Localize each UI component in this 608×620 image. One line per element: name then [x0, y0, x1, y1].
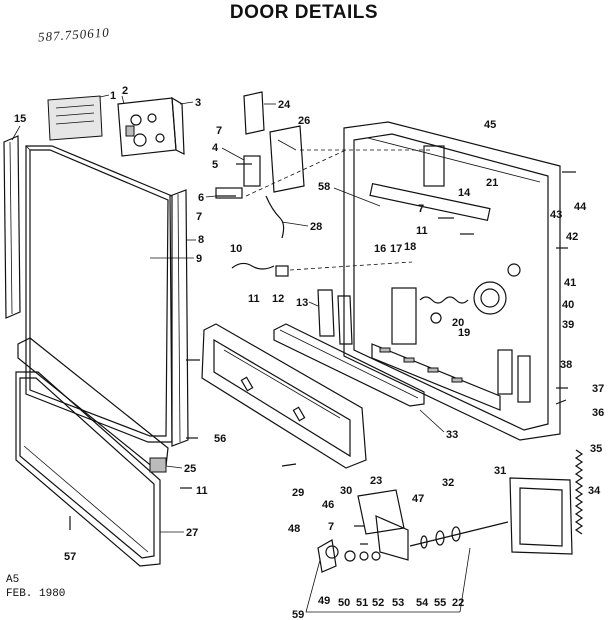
- callout-19: 19: [458, 327, 470, 339]
- callout-27: 27: [186, 527, 198, 539]
- callout-7a: 7: [216, 125, 222, 137]
- callout-50: 50: [338, 597, 350, 609]
- callout-20: 20: [452, 317, 464, 329]
- callout-41: 41: [564, 277, 576, 289]
- callout-12: 12: [272, 293, 284, 305]
- part-10-12-hinge: [231, 261, 413, 277]
- callout-42: 42: [566, 231, 578, 243]
- callout-34: 34: [588, 485, 601, 497]
- callout-2: 2: [122, 85, 128, 97]
- callout-labels: 1 2 3 4 5 6 7 7 7 7 8 9 10 11 11 11 12 1…: [11, 85, 604, 620]
- part-23-47-latch: [317, 489, 409, 573]
- diagram-title: DOOR DETAILS: [229, 2, 379, 23]
- part-32-shaft: [409, 521, 509, 549]
- callout-13: 13: [296, 297, 308, 309]
- callout-26: 26: [298, 115, 310, 127]
- callout-24: 24: [278, 99, 291, 111]
- callout-45: 45: [484, 119, 496, 131]
- part-30-latch-channel: [201, 323, 367, 469]
- callout-11b: 11: [416, 225, 428, 237]
- part-2-3-control-panel: [117, 96, 185, 157]
- part-13-bracket: [317, 289, 353, 345]
- callout-38: 38: [560, 359, 572, 371]
- callout-23: 23: [370, 475, 382, 487]
- callout-52: 52: [372, 597, 384, 609]
- callout-57: 57: [64, 551, 76, 563]
- callout-7c: 7: [418, 203, 424, 215]
- callout-44: 44: [574, 201, 587, 213]
- footer-date: FEB. 1980: [6, 588, 66, 600]
- callout-43: 43: [550, 209, 562, 221]
- callout-30: 30: [340, 485, 352, 497]
- callout-51: 51: [356, 597, 368, 609]
- callout-7b: 7: [196, 211, 202, 223]
- callout-56: 56: [214, 433, 226, 445]
- callout-33: 33: [446, 429, 458, 441]
- callout-15: 15: [14, 113, 26, 125]
- part-8-panel-trim: [169, 189, 189, 447]
- callout-39: 39: [562, 319, 574, 331]
- callout-54: 54: [416, 597, 429, 609]
- callout-32: 32: [442, 477, 454, 489]
- callout-16: 16: [374, 243, 386, 255]
- callout-17: 17: [390, 243, 402, 255]
- callout-49: 49: [318, 595, 330, 607]
- callout-21: 21: [486, 177, 498, 189]
- callout-59: 59: [292, 609, 304, 620]
- part-15-side-trim: [3, 135, 21, 319]
- footer-code: A5: [6, 574, 20, 586]
- part-33-strip: [273, 323, 425, 407]
- callout-53: 53: [392, 597, 404, 609]
- callout-46: 46: [322, 499, 334, 511]
- callout-11c: 11: [196, 485, 208, 497]
- callout-35: 35: [590, 443, 602, 455]
- callout-8: 8: [198, 234, 204, 246]
- callout-1: 1: [110, 90, 116, 102]
- part-19-20-spring: [419, 296, 469, 324]
- callout-47: 47: [412, 493, 424, 505]
- callout-7d: 7: [328, 521, 334, 533]
- part-25-27-kick-panel: [15, 337, 169, 567]
- callout-6: 6: [198, 192, 204, 204]
- callout-36: 36: [592, 407, 604, 419]
- part-31-34-hinge-arm: [509, 449, 584, 555]
- callout-3: 3: [195, 97, 201, 109]
- screws: [69, 163, 576, 545]
- part-latch-assembly: [215, 91, 430, 239]
- callout-25: 25: [184, 463, 196, 475]
- callout-9: 9: [196, 253, 202, 265]
- part-9-door-panel: [25, 145, 173, 443]
- callout-55: 55: [434, 597, 446, 609]
- callout-5: 5: [212, 159, 218, 171]
- callout-28: 28: [310, 221, 322, 233]
- part-45-inner-door: [343, 121, 561, 441]
- part-1-nameplate: [47, 95, 103, 141]
- callout-31: 31: [494, 465, 506, 477]
- callout-29: 29: [292, 487, 304, 499]
- callout-11a: 11: [248, 293, 260, 305]
- callout-18: 18: [404, 241, 416, 253]
- callout-58: 58: [318, 181, 330, 193]
- callout-4: 4: [212, 142, 219, 154]
- callout-10: 10: [230, 243, 242, 255]
- callout-48: 48: [288, 523, 300, 535]
- callout-40: 40: [562, 299, 574, 311]
- callout-14: 14: [458, 187, 471, 199]
- callout-37: 37: [592, 383, 604, 395]
